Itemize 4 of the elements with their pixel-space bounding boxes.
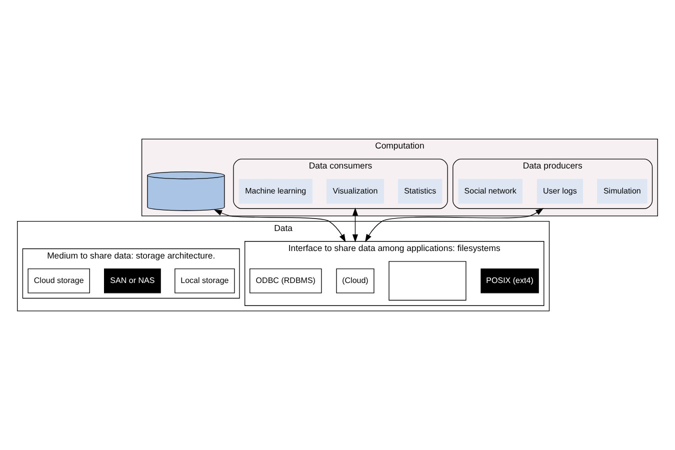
node-box <box>388 261 466 301</box>
arrow <box>214 210 346 242</box>
arrow <box>352 208 358 242</box>
arrow <box>365 208 544 242</box>
